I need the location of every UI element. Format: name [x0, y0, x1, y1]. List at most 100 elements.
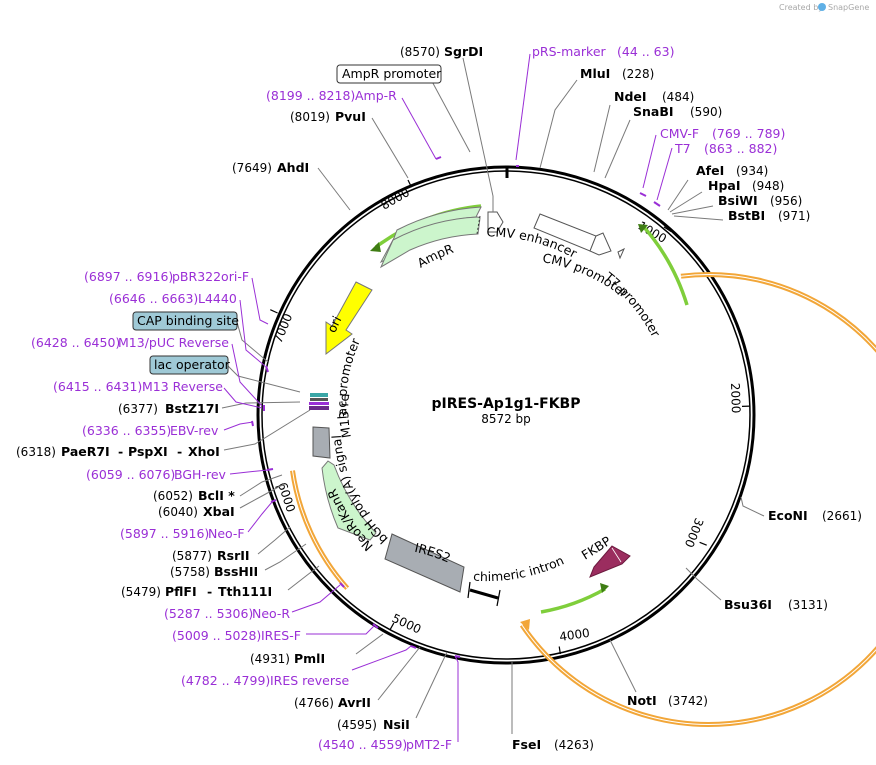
enzyme-pos: (8570) — [400, 45, 440, 59]
leader-bcli — [239, 474, 283, 497]
primer-range: (8199 .. 8218) — [266, 88, 355, 103]
intron-end-left — [467, 581, 471, 599]
tick-mark — [699, 541, 707, 546]
leader-bsu36i — [685, 567, 722, 601]
cds-arc-top-left-arrowhead — [370, 242, 381, 252]
ampr-promoter-label: AmpR promoter — [342, 66, 442, 81]
primer-mark — [372, 623, 379, 629]
enzyme-name: MluI — [580, 66, 610, 81]
primer-name: CMV-F — [660, 126, 699, 141]
leader-noti — [609, 639, 637, 693]
cap-site-shape — [310, 398, 328, 401]
primer-range: (5897 .. 5916) — [120, 526, 209, 541]
leader-xhoi — [223, 409, 311, 451]
enzyme-pos: (5877) — [172, 549, 212, 563]
leader-pflfi — [287, 565, 320, 591]
primer-name: EBV-rev — [170, 423, 219, 438]
leader-avrii — [377, 646, 421, 701]
enzyme-pos: (4931) — [250, 652, 290, 666]
tick-label-3000: 3000 — [682, 516, 706, 550]
enzyme-pos: (6377) — [118, 402, 158, 416]
leader-afei — [667, 179, 689, 211]
chimeric-intron-shape — [469, 588, 499, 600]
cds-arc-bottom — [540, 587, 606, 614]
enzyme-pos: (934) — [736, 164, 768, 178]
leader-pbr322ori-f — [251, 277, 269, 325]
plasmid-length: 8572 bp — [481, 412, 531, 426]
lac-operator-shape — [310, 393, 328, 397]
primer-mark — [454, 655, 461, 658]
m13-primer-shape — [309, 402, 329, 405]
primer-mark — [270, 499, 277, 503]
leader-nsii — [415, 651, 448, 719]
tick-mark — [407, 179, 413, 188]
enzyme-name: PflFI — [165, 584, 197, 599]
boxed-labels: AmpR promoter CAP binding site lac opera… — [132, 64, 442, 375]
enzyme-name-alt2: XhoI — [188, 444, 220, 459]
enzyme-name: HpaI — [708, 178, 741, 193]
tick-mark — [558, 646, 561, 655]
primer-range: (5287 .. 5306) — [164, 606, 253, 621]
primer-range: (863 .. 882) — [704, 141, 777, 156]
primer-name: M13 Reverse — [142, 379, 223, 394]
primer-name: pMT2-F — [406, 737, 452, 752]
cap-site-box — [132, 311, 238, 331]
enzyme-name: EcoNI — [768, 508, 808, 523]
ori-arrow-shape — [325, 281, 373, 356]
tick-mark — [389, 622, 395, 631]
leader-cap-site — [236, 321, 269, 363]
primer-range: (4782 .. 4799) — [181, 673, 270, 688]
leader-bstbi — [673, 215, 724, 221]
enzyme-pos: (8019) — [290, 110, 330, 124]
orf-arc-right — [519, 272, 876, 727]
primer-mark — [266, 468, 274, 471]
t7-promoter-shape — [617, 247, 626, 260]
snapgene-logo-icon — [818, 3, 826, 11]
intron-end-right — [496, 589, 501, 607]
enzyme-pos: (2661) — [822, 509, 862, 523]
credit-text: Created by — [779, 3, 823, 12]
primer-name: L4440 — [198, 291, 237, 306]
feature-label-t7-promoter-text: T7 promoter — [601, 269, 664, 340]
primer-mark — [639, 192, 647, 197]
enzyme-name: SnaBI — [633, 104, 674, 119]
enzyme-pos: (4263) — [554, 738, 594, 752]
leader-ebv-rev — [223, 421, 254, 431]
leader-pmt2-f — [454, 655, 459, 742]
primer-mark — [435, 156, 442, 160]
enzyme-pos: (948) — [752, 179, 784, 193]
primer-name: BGH-rev — [174, 467, 227, 482]
enzyme-pos: (6318) — [16, 445, 56, 459]
enzyme-pos: (5479) — [121, 585, 161, 599]
feature-label-ori: ori — [324, 313, 345, 334]
lac-operator-label: lac operator — [154, 357, 231, 372]
primer-leaders — [223, 53, 673, 742]
ampr-body-shape — [379, 216, 481, 269]
enzyme-pos: (3131) — [788, 598, 828, 612]
enzyme-pos: (4595) — [337, 718, 377, 732]
enzyme-sep: - — [118, 444, 123, 459]
ampr-dash — [476, 215, 481, 235]
leader-hpai — [669, 191, 703, 213]
leader-amp-r — [401, 97, 437, 160]
primer-marks — [251, 156, 661, 658]
primer-range: (769 .. 789) — [712, 126, 785, 141]
cmv-promoter-arrow-shape — [589, 232, 612, 256]
leader-pmli — [355, 633, 384, 655]
leader-mlui — [539, 79, 578, 169]
cds-arc-top-right — [641, 224, 689, 306]
leader-bsshii — [264, 543, 307, 571]
enzyme-name: Bsu36I — [724, 597, 772, 612]
enzyme-name: NdeI — [614, 89, 647, 104]
enzyme-name: BclI * — [198, 488, 235, 503]
ampr-promoter-shape — [487, 211, 504, 233]
feature-label-t7-promoter: T7 promoter — [601, 269, 664, 340]
enzyme-pos: (484) — [662, 90, 694, 104]
leader-cmv-f — [642, 134, 657, 189]
tick-label-2000: 2000 — [728, 383, 743, 414]
primer-name: Neo-R — [252, 606, 290, 621]
primer-name: pRS-marker — [532, 44, 607, 59]
enzyme-pos: (590) — [690, 105, 722, 119]
enzyme-name: NotI — [627, 693, 657, 708]
enzyme-name: AfeI — [696, 163, 724, 178]
